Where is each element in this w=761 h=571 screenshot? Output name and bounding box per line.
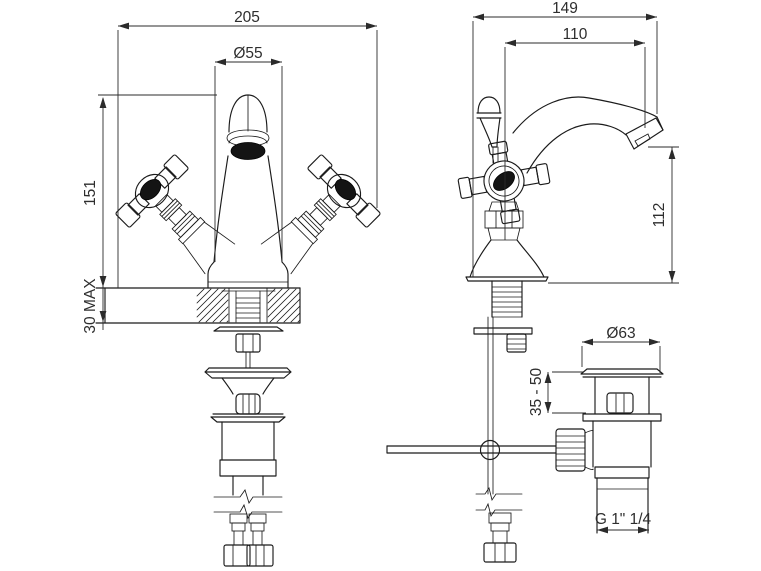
dim-side-waste-diameter: Ø63 [606, 325, 635, 342]
side-view-drawing [386, 96, 664, 563]
dimension-annotations [98, 13, 679, 534]
side-hose [475, 486, 523, 563]
front-hoses [213, 489, 283, 567]
front-spout [226, 94, 270, 160]
front-left-handle [115, 154, 236, 275]
dim-front-body-diameter: Ø55 [233, 45, 262, 62]
side-spout [512, 96, 664, 174]
dim-side-clamp-range: 35 - 50 [528, 367, 545, 416]
dim-front-deck-max: 30 MAX [82, 278, 99, 334]
side-body [465, 201, 549, 282]
dim-side-spout-height: 112 [651, 203, 668, 228]
front-view-drawing [95, 94, 381, 567]
side-lift-rod [476, 96, 502, 164]
dim-front-overall-width: 205 [234, 9, 260, 26]
front-right-handle [260, 154, 381, 275]
dimension-labels: 205 Ø55 151 30 MAX 149 110 112 Ø63 35 - … [82, 0, 668, 528]
dim-front-height: 151 [82, 180, 99, 206]
hatch-right [267, 288, 301, 323]
front-body [207, 155, 289, 289]
hatch-left [196, 288, 229, 323]
side-popup-lever [386, 316, 557, 495]
front-popup-waste [204, 367, 292, 496]
front-countertop [95, 287, 301, 324]
front-locknut [213, 326, 284, 369]
side-popup-waste [555, 368, 664, 534]
dim-side-overall-depth: 149 [552, 0, 578, 17]
side-shank [473, 280, 533, 353]
side-cross-handle [457, 140, 551, 225]
dim-side-waste-thread: G 1" 1/4 [595, 511, 652, 528]
dim-side-spout-reach: 110 [563, 26, 588, 43]
